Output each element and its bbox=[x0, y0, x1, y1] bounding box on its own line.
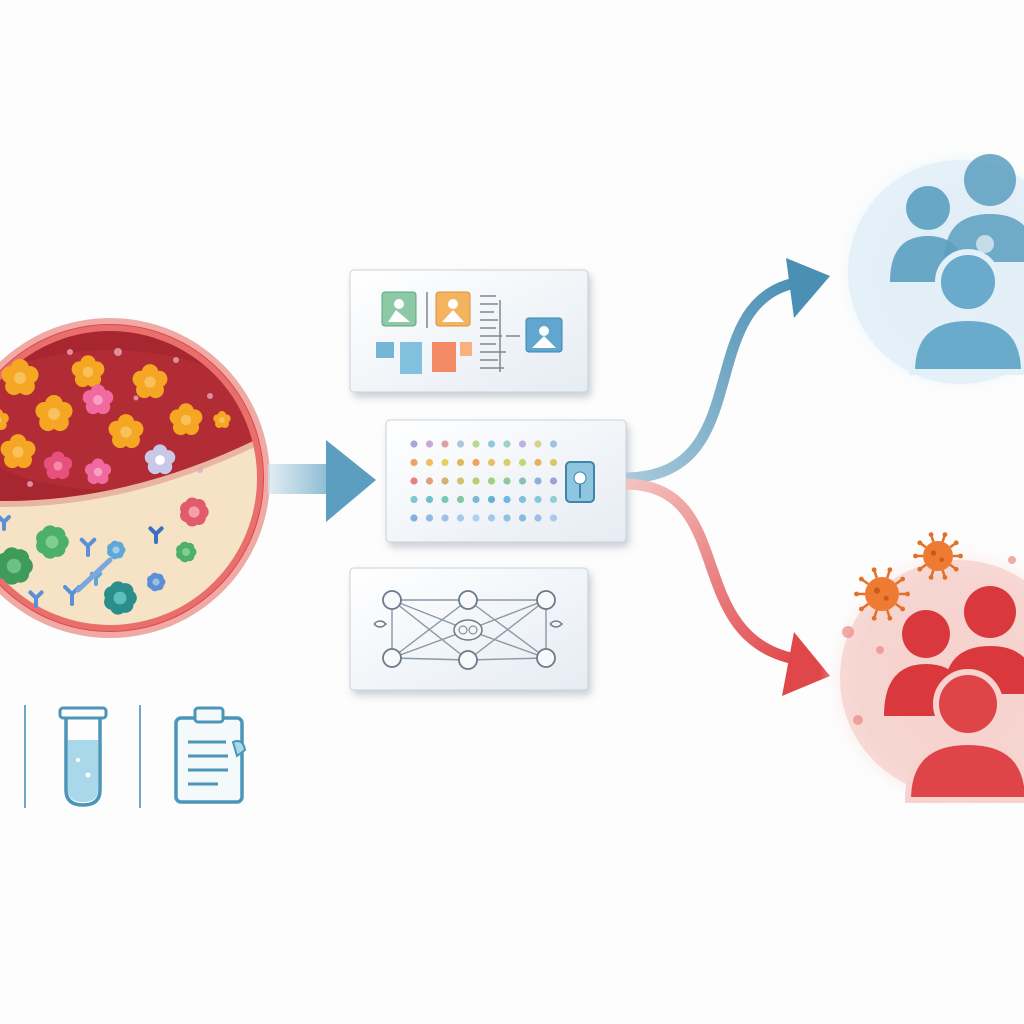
outcome-healthy-group bbox=[830, 142, 1024, 402]
tissue-cells bbox=[0, 497, 209, 615]
antibody-icon bbox=[28, 590, 44, 608]
arrowhead-healthy bbox=[786, 258, 830, 318]
cell-icon bbox=[82, 384, 114, 415]
cell-icon bbox=[213, 411, 231, 429]
cell-icon bbox=[43, 451, 73, 480]
cell-icon bbox=[0, 434, 36, 469]
virus-icons bbox=[854, 532, 963, 621]
sample-tube-icon bbox=[565, 461, 595, 503]
antibody-icon bbox=[148, 526, 164, 544]
people-group-icon bbox=[890, 154, 1024, 375]
arrow-to-disease bbox=[625, 478, 801, 666]
cell-icon bbox=[71, 355, 105, 388]
virus-icon bbox=[913, 532, 963, 580]
cell-icon bbox=[0, 409, 9, 431]
immune-cell-icon bbox=[180, 497, 209, 527]
cell-icon bbox=[132, 364, 168, 399]
panel-neural-network bbox=[349, 567, 589, 691]
immune-cell-icon bbox=[0, 547, 33, 585]
immune-cell-icon bbox=[104, 581, 137, 615]
immune-cell-icon bbox=[147, 572, 166, 592]
immune-cell-icon bbox=[107, 540, 126, 560]
outcome-disease-group bbox=[820, 532, 1024, 816]
panel-dot-matrix bbox=[385, 419, 627, 543]
panel-image-features bbox=[349, 269, 589, 393]
dot-matrix-icon bbox=[410, 440, 558, 522]
cell-icon bbox=[144, 444, 176, 475]
blood-vessel-cross-section bbox=[0, 318, 270, 638]
blood-cells bbox=[0, 348, 231, 487]
image-grid-icon bbox=[376, 291, 563, 374]
arrow-to-healthy bbox=[625, 276, 802, 484]
cell-icon bbox=[84, 458, 112, 485]
cell-icon bbox=[35, 394, 73, 432]
immune-cell-icon bbox=[176, 541, 197, 563]
clipboard-icon bbox=[174, 706, 247, 804]
cell-icon bbox=[108, 414, 144, 449]
main-arrow bbox=[268, 440, 376, 522]
arrowhead-disease bbox=[782, 632, 830, 696]
people-group-virus-icon bbox=[884, 586, 1024, 803]
antibody-icon bbox=[79, 537, 97, 557]
test-tube-icon bbox=[58, 706, 108, 807]
source-icons bbox=[24, 705, 247, 808]
network-icon bbox=[373, 590, 564, 670]
branch-arrows bbox=[625, 258, 830, 696]
virus-icon bbox=[854, 567, 910, 621]
cell-icon bbox=[1, 358, 39, 396]
antibody-icon bbox=[0, 515, 11, 531]
immune-cell-icon bbox=[36, 525, 69, 559]
cell-icon bbox=[169, 403, 203, 436]
